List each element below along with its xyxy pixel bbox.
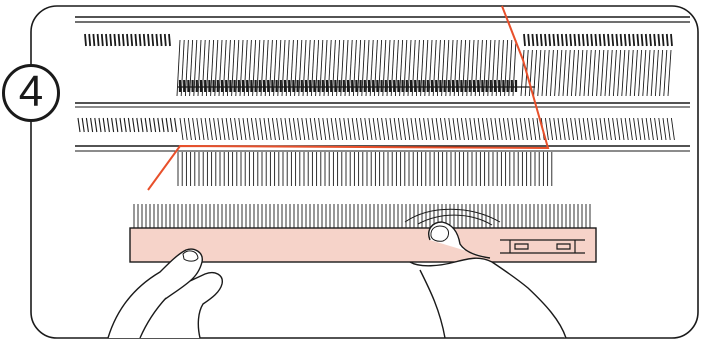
rear-needle-butt (553, 34, 554, 46)
illustration-frame (31, 6, 698, 338)
rear-needle-butt (85, 34, 86, 46)
rear-needle-butt (532, 34, 533, 46)
rear-needle-butt (625, 34, 626, 46)
rear-needle-butt (89, 34, 90, 46)
rear-needle-butt (600, 34, 601, 46)
rear-needle-butt (591, 34, 592, 46)
rear-needle-butt (541, 34, 542, 46)
rear-needle-butt (537, 34, 538, 46)
rear-needle-butt (135, 34, 136, 46)
rear-needle-butt (654, 34, 655, 46)
rear-needle-butt (524, 34, 525, 46)
rear-needle-butt (169, 34, 170, 46)
rear-needle-butt (156, 34, 157, 46)
rear-needle-butt (579, 34, 580, 46)
rear-needle-butt (671, 34, 672, 46)
comb-teeth (134, 204, 590, 228)
rear-needle-butt (110, 34, 111, 46)
rear-needle-butt (604, 34, 605, 46)
rear-needle-butt (587, 34, 588, 46)
rear-needle-butt (629, 34, 630, 46)
rear-needles-working (85, 34, 170, 46)
rear-needle-butt (161, 34, 162, 46)
rear-needle-butt (549, 34, 550, 46)
rear-needle-butt (616, 34, 617, 46)
rear-needle-butt (574, 34, 575, 46)
rear-needle-butt (528, 34, 529, 46)
rear-needle-butt (612, 34, 613, 46)
rear-needle-butt (583, 34, 584, 46)
step-number: 4 (19, 70, 43, 114)
rear-needle-butt (642, 34, 643, 46)
rear-needle-butt (633, 34, 634, 46)
rear-needle-butt (658, 34, 659, 46)
rear-needle-butt (165, 34, 166, 46)
step-number-badge: 4 (2, 64, 60, 122)
right-thumbnail (431, 226, 449, 241)
rear-needle-butt (566, 34, 567, 46)
rear-needle-butt (608, 34, 609, 46)
rear-needle-butt (98, 34, 99, 46)
rear-needle-butt (93, 34, 94, 46)
rear-needle-butt (127, 34, 128, 46)
rear-needle-butt (102, 34, 103, 46)
rear-needle-butt (144, 34, 145, 46)
rear-needle-butt (562, 34, 563, 46)
rear-needle-butt (131, 34, 132, 46)
rear-needle-butt (106, 34, 107, 46)
rear-needle-butt (123, 34, 124, 46)
rear-needle-butt (545, 34, 546, 46)
rear-needle-butt (570, 34, 571, 46)
rear-needle-butt (114, 34, 115, 46)
rear-needle-butt (621, 34, 622, 46)
rear-needle-butt (646, 34, 647, 46)
rear-needle-butt (595, 34, 596, 46)
rear-needle-butt (140, 34, 141, 46)
left-thumbnail (183, 251, 198, 261)
rear-needle-butt (148, 34, 149, 46)
rear-needle-butt (558, 34, 559, 46)
rear-needle-butt (663, 34, 664, 46)
rear-needle-butt (667, 34, 668, 46)
rear-needle-butt (650, 34, 651, 46)
rear-needle-butt (637, 34, 638, 46)
rear-needle-butt (152, 34, 153, 46)
rear-needle-butt (119, 34, 120, 46)
